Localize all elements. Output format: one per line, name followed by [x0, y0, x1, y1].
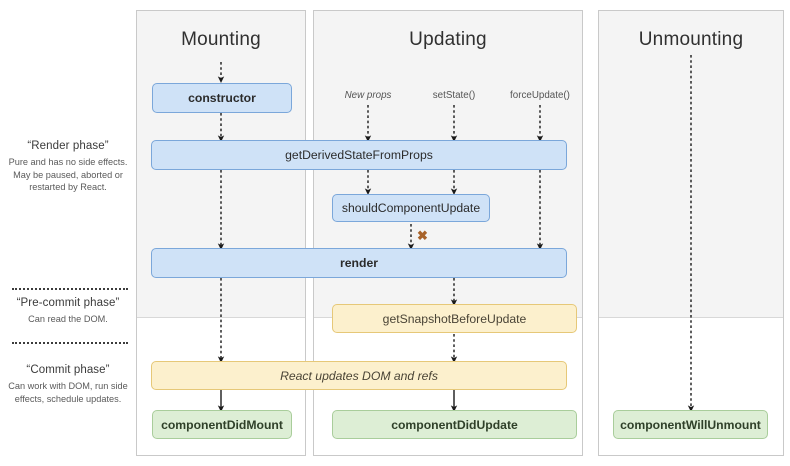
phase-legend-commit: “Commit phase” Can work with DOM, run si…: [4, 364, 132, 405]
column-title-updating: Updating: [409, 29, 487, 50]
node-component-did-update[interactable]: componentDidUpdate: [332, 410, 577, 439]
phase-title-render: “Render phase”: [27, 140, 109, 152]
phase-desc-pre-commit: Can read the DOM.: [28, 314, 108, 324]
trigger-label-new-props: New props: [344, 90, 392, 101]
trigger-label-force-update: forceUpdate(): [510, 90, 570, 101]
phase-separator-bottom: [12, 342, 128, 344]
skip-render-cross-icon: ✖: [417, 228, 428, 243]
node-get-derived-state-from-props[interactable]: getDerivedStateFromProps: [151, 140, 567, 170]
column-title-mounting: Mounting: [181, 29, 261, 50]
node-react-updates-dom-and-refs: React updates DOM and refs: [151, 361, 567, 390]
node-should-component-update[interactable]: shouldComponentUpdate: [332, 194, 490, 222]
trigger-label-set-state: setState(): [432, 90, 476, 101]
column-title-unmounting: Unmounting: [638, 29, 744, 50]
phase-title-commit: “Commit phase”: [26, 364, 110, 376]
node-get-snapshot-before-update[interactable]: getSnapshotBeforeUpdate: [332, 304, 577, 333]
phase-title-pre-commit: “Pre-commit phase”: [16, 297, 120, 309]
node-constructor[interactable]: constructor: [152, 83, 292, 113]
node-component-will-unmount[interactable]: componentWillUnmount: [613, 410, 768, 439]
node-render[interactable]: render: [151, 248, 567, 278]
phase-separator-top: [12, 288, 128, 290]
phase-legend-render: “Render phase” Pure and has no side effe…: [4, 140, 132, 194]
phase-desc-render: Pure and has no side effects. May be pau…: [8, 157, 128, 192]
phase-desc-commit: Can work with DOM, run side effects, sch…: [8, 381, 128, 404]
node-component-did-mount[interactable]: componentDidMount: [152, 410, 292, 439]
phase-legend-pre-commit: “Pre-commit phase” Can read the DOM.: [4, 297, 132, 326]
column-unmounting: Unmounting: [598, 10, 784, 456]
column-unmounting-shade: [599, 11, 783, 318]
